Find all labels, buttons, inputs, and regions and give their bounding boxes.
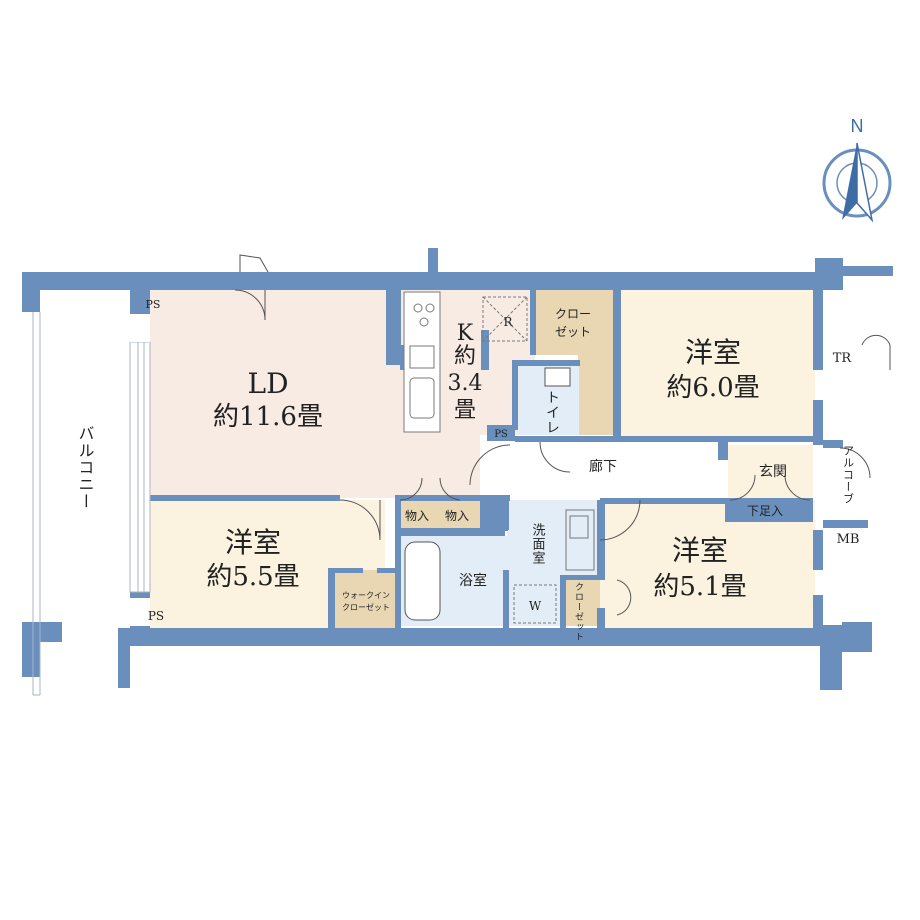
corridor-label: 廊下	[589, 458, 617, 475]
bedroom1-size: 約6.0畳	[666, 373, 759, 403]
washroom-label: 洗面室	[530, 523, 546, 565]
north-compass-icon	[822, 142, 892, 223]
walls	[22, 248, 893, 690]
doors	[234, 254, 891, 616]
wash-basin-icon	[565, 509, 595, 571]
kitchen-counter	[403, 291, 528, 433]
kitchen-size-value: 3.4	[448, 371, 483, 396]
washer-label: W	[529, 599, 542, 613]
ld-size: 約11.6畳	[213, 402, 323, 432]
entrance-label: 玄関	[759, 463, 787, 480]
ld-floor	[150, 290, 400, 498]
ps-bottom-label: PS	[148, 609, 164, 623]
storage-floor	[400, 500, 480, 528]
ps-top-label: PS	[146, 298, 161, 311]
mb-label: MB	[837, 532, 860, 547]
closet-label-line2: ゼット	[555, 325, 591, 339]
ps-kitchen-label: PS	[494, 429, 508, 440]
bathroom-label: 浴室	[459, 572, 487, 589]
fridge-label: R	[503, 315, 513, 329]
small-closet-label: クローゼット	[573, 582, 584, 642]
kitchen-size-prefix: 約	[454, 344, 476, 369]
bedroom1-name: 洋室	[685, 336, 741, 369]
closet-lower-floor	[578, 355, 615, 435]
washer-icon	[513, 584, 557, 624]
kitchen-size-unit: 畳	[454, 398, 476, 423]
bedroom2-name: 洋室	[225, 526, 281, 559]
toilet-icon	[544, 367, 571, 387]
balcony	[32, 312, 151, 696]
tr-label: TR	[833, 351, 853, 366]
storage1-label: 物入	[405, 509, 429, 523]
bedroom3-name: 洋室	[672, 534, 728, 567]
shoe-storage-label: 下足入	[747, 504, 783, 518]
balcony-label: バルコニー	[76, 425, 95, 510]
walkin-closet-floor	[335, 570, 397, 628]
bedroom2-size: 約5.5畳	[206, 562, 299, 592]
bedroom3-size: 約5.1畳	[653, 572, 746, 602]
walkin-label-line2: クローゼット	[342, 602, 390, 612]
ld-name: LD	[247, 367, 288, 400]
kitchen-name: K	[457, 321, 474, 346]
entrance-floor	[728, 445, 813, 500]
bathtub-icon	[404, 541, 441, 621]
storage2-label: 物入	[445, 509, 469, 523]
toilet-label: トイレ	[544, 390, 560, 435]
small-closet-floor	[565, 578, 600, 626]
closet-label-line1: クロー	[555, 307, 591, 321]
north-label: N	[851, 116, 864, 136]
walkin-label-line1: ウォークイン	[342, 591, 390, 600]
alcove-label: アルコーブ	[842, 445, 855, 505]
closet-floor	[535, 290, 615, 355]
bedroom1-floor	[620, 290, 815, 438]
